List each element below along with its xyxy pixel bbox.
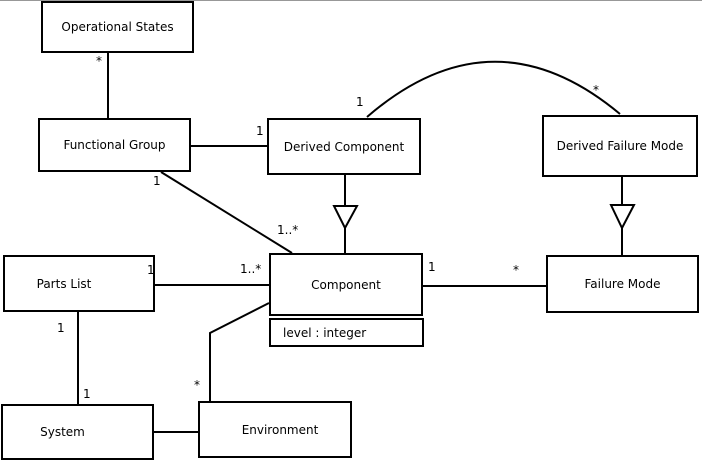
window-top-edge-line — [0, 0, 702, 1]
multiplicity-component-left-end: 1..* — [240, 262, 262, 276]
class-name-label: System — [40, 425, 85, 439]
multiplicity-arc-derived-component-end: 1 — [356, 95, 364, 109]
multiplicity-failure-mode-left-end: * — [513, 263, 519, 277]
class-derived-failure-mode: Derived Failure Mode — [542, 115, 698, 177]
class-name-label: Component — [311, 277, 381, 292]
class-environment: Environment — [198, 401, 352, 458]
class-operational-states: Operational States — [41, 1, 194, 53]
attribute-label: level : integer — [283, 325, 367, 340]
generalization-arrow-icon — [609, 204, 636, 231]
multiplicity-component-top-end: 1..* — [277, 223, 299, 237]
multiplicity-operational-states-end: * — [96, 54, 102, 68]
generalization-arrow-icon — [332, 205, 359, 231]
multiplicity-derived-component-left-end: 1 — [256, 124, 264, 138]
class-name-label: Derived Component — [283, 139, 405, 154]
assoc-environment-component — [209, 302, 270, 401]
class-name-label: Functional Group — [63, 138, 166, 152]
class-name-label: Failure Mode — [584, 277, 661, 291]
class-name-label: Environment — [241, 422, 319, 437]
class-name-label: Operational States — [61, 20, 174, 34]
multiplicity-component-right-end: 1 — [428, 260, 436, 274]
class-failure-mode: Failure Mode — [546, 255, 699, 313]
class-system: System — [1, 404, 154, 460]
class-component-name-compartment: Component — [269, 253, 423, 316]
multiplicity-environment-top-end: * — [194, 378, 200, 392]
multiplicity-parts-list-right-end: 1 — [147, 263, 155, 277]
multiplicity-system-top-end: 1 — [83, 387, 91, 401]
class-derived-component: Derived Component — [267, 118, 421, 175]
multiplicity-arc-derived-failure-mode-end: * — [593, 83, 599, 97]
class-name-label: Parts List — [36, 276, 92, 291]
assoc-functionalgroup-component — [160, 171, 293, 254]
multiplicity-parts-list-bottom-end: 1 — [57, 321, 65, 335]
class-parts-list: Parts List — [3, 255, 155, 312]
assoc-derivedcomponent-derivedfailuremode-arc — [366, 60, 621, 118]
class-name-label: Derived Failure Mode — [556, 139, 684, 153]
class-component-attribute-compartment: level : integer — [269, 318, 424, 347]
class-functional-group: Functional Group — [38, 118, 191, 172]
multiplicity-functional-group-bottom-end: 1 — [153, 174, 161, 188]
